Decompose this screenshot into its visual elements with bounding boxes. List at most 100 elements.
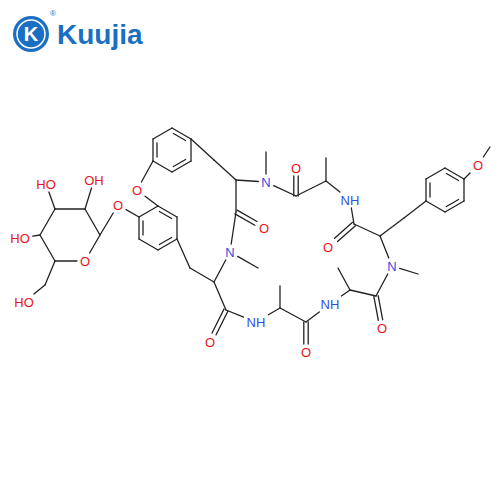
bond-line [279, 286, 280, 308]
bond-line [214, 260, 226, 282]
bond-line [378, 296, 383, 320]
bond-line [429, 183, 430, 197]
bond-line [464, 173, 470, 179]
bond-line [190, 268, 214, 282]
bond-line [463, 179, 464, 201]
bond-line [350, 290, 376, 296]
bond-line [404, 201, 426, 218]
bond-line [85, 188, 92, 209]
bond-line [235, 214, 255, 225]
bond-line [190, 139, 191, 161]
atom-label: O [376, 322, 388, 335]
atom-label: N [260, 176, 271, 189]
bond-line [298, 176, 299, 196]
atom-label: NH [340, 194, 361, 207]
bond-line [426, 168, 445, 179]
bond-line [235, 180, 236, 212]
logo-wordmark: Kuujia [56, 21, 144, 49]
bond-line [159, 211, 171, 218]
logo-icon [13, 16, 49, 52]
bond-line [90, 235, 100, 253]
bond-line [380, 218, 404, 236]
bond-line [85, 209, 100, 235]
bond-line [426, 201, 445, 212]
bond-line [34, 285, 45, 294]
atom-label: O [112, 199, 124, 212]
bond-line [380, 236, 389, 258]
bond-line [172, 128, 191, 139]
bond-line [152, 139, 153, 161]
bond-line [176, 217, 177, 239]
bond-line [351, 208, 354, 224]
bond-line [173, 133, 185, 140]
bond-line [237, 210, 257, 221]
bond-line [303, 322, 304, 344]
bond-line [177, 239, 190, 268]
bond-line [145, 196, 158, 206]
bond-group [33, 128, 490, 344]
bond-line [55, 208, 85, 209]
bond-line [40, 235, 55, 261]
bond-line [138, 217, 139, 239]
bond-line [231, 212, 236, 244]
bond-line [139, 206, 158, 217]
bond-line [446, 173, 458, 180]
bond-line [100, 213, 113, 235]
logo-ring [17, 20, 45, 48]
atom-label: O [472, 159, 484, 172]
atom-label: HO [9, 232, 31, 245]
logo-badge [13, 16, 49, 52]
atom-label: O [204, 336, 216, 349]
bond-line [153, 128, 172, 139]
atom-label: N [224, 246, 235, 259]
atom-label: OH [83, 174, 105, 187]
bond-line [446, 200, 458, 207]
bond-line [296, 181, 326, 196]
atom-label: O [322, 241, 334, 254]
bond-line [40, 209, 55, 235]
bond-line [214, 282, 226, 310]
atom-label: HO [13, 296, 35, 309]
atom-label: NH [320, 298, 341, 311]
atom-label: NH [246, 316, 267, 329]
bond-line [265, 152, 266, 174]
atom-label: N [386, 260, 397, 273]
bond-line [226, 310, 244, 317]
atom-label: O [300, 346, 312, 359]
bond-line [268, 308, 280, 315]
bond-line [159, 238, 171, 245]
bond-line [142, 221, 143, 235]
bond-line [425, 179, 426, 201]
bond-line [338, 268, 350, 290]
bond-line [153, 161, 172, 172]
bond-line [400, 268, 418, 274]
bond-line [158, 206, 177, 217]
bond-line [338, 226, 356, 242]
bond-line [238, 256, 258, 268]
bond-line [341, 290, 350, 296]
bond-line [293, 176, 294, 196]
bond-line [445, 201, 464, 212]
bond-line [191, 139, 214, 160]
atom-label: O [258, 222, 270, 235]
bond-line [214, 160, 236, 180]
bond-line [354, 224, 380, 236]
bond-line [141, 161, 153, 182]
bond-line [173, 160, 185, 167]
bond-line [483, 147, 490, 157]
logo-letter: K [23, 24, 39, 44]
atom-label: O [131, 184, 143, 197]
bond-line [374, 296, 379, 320]
bond-line [376, 274, 388, 296]
bond-line [326, 181, 340, 192]
bond-line [274, 186, 296, 196]
bond-line [280, 308, 306, 322]
atom-label: HO [35, 178, 57, 191]
atom-label: O [79, 255, 91, 268]
bond-line [126, 210, 139, 217]
bond-line [33, 235, 40, 236]
bond-line [139, 239, 158, 250]
atom-label: O [290, 162, 302, 175]
